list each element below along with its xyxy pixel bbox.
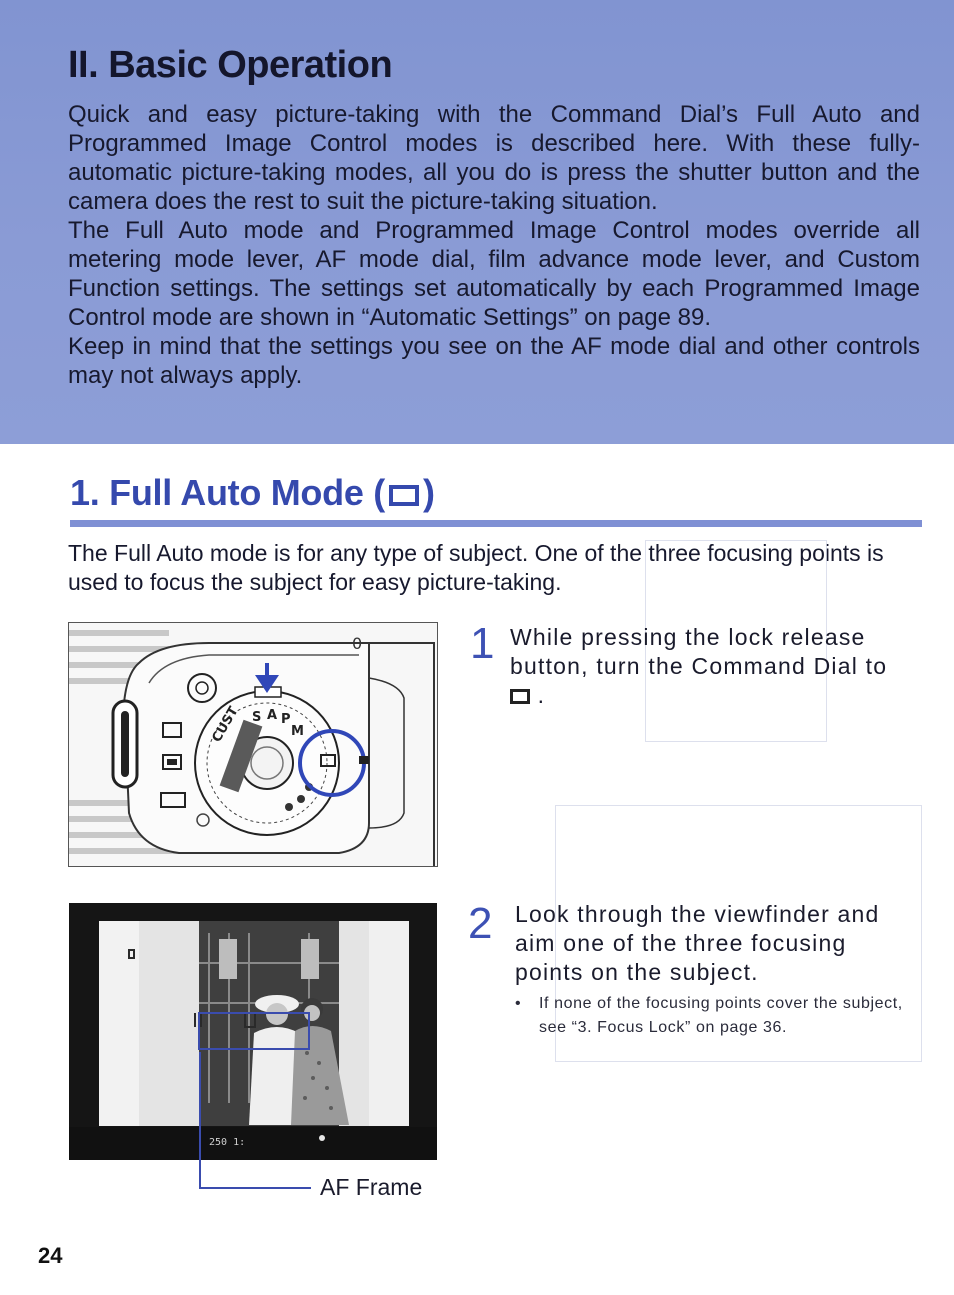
svg-text:0: 0 [352, 634, 362, 653]
viewfinder-illustration: 250 1: [69, 903, 437, 1160]
step-instruction-end: . [537, 682, 546, 708]
step-instruction-text: While pressing the lock release button, … [510, 624, 888, 679]
step-instruction: Look through the viewfinder and aim one … [515, 901, 880, 985]
bleed-through-frame [645, 540, 827, 742]
af-frame-label: AF Frame [320, 1174, 423, 1200]
section-lead: The Full Auto mode is for any type of su… [68, 540, 884, 595]
bleed-through-frame [555, 805, 922, 1062]
intro-paragraph: Quick and easy picture-taking with the C… [68, 101, 920, 215]
chapter-intro: Quick and easy picture-taking with the C… [68, 100, 920, 390]
af-frame-leader-line [199, 1187, 311, 1189]
viewfinder-readout: 250 1: [209, 1137, 245, 1148]
svg-text:M: M [291, 724, 304, 739]
full-auto-mode-icon [510, 689, 530, 704]
section-title-text: 1. Full Auto Mode ( [70, 472, 385, 513]
note-text: If none of the focusing points cover the… [539, 995, 903, 1036]
step-number: 2 [468, 899, 493, 948]
intro-paragraph: The Full Auto mode and Programmed Image … [68, 217, 920, 331]
viewfinder-drawing: 250 1: [69, 903, 437, 1160]
svg-text:A: A [267, 708, 277, 723]
full-auto-mode-icon [388, 485, 419, 506]
section-title: 1. Full Auto Mode () [70, 472, 435, 514]
intro-paragraph: Keep in mind that the settings you see o… [68, 333, 920, 389]
page-number: 24 [38, 1243, 63, 1268]
note-bullet: • [515, 995, 522, 1012]
af-frame-leader-line [199, 1052, 201, 1188]
step-number: 1 [470, 619, 495, 668]
svg-text:S: S [252, 710, 261, 725]
svg-text:P: P [281, 712, 291, 727]
section-divider [70, 520, 922, 527]
section-title-close: ) [422, 472, 435, 513]
chapter-header-band [0, 0, 954, 444]
note: • If none of the focusing points cover t… [515, 992, 920, 1040]
step-instruction: While pressing the lock release button, … [510, 623, 920, 710]
chapter-title: II. Basic Operation [68, 44, 393, 86]
